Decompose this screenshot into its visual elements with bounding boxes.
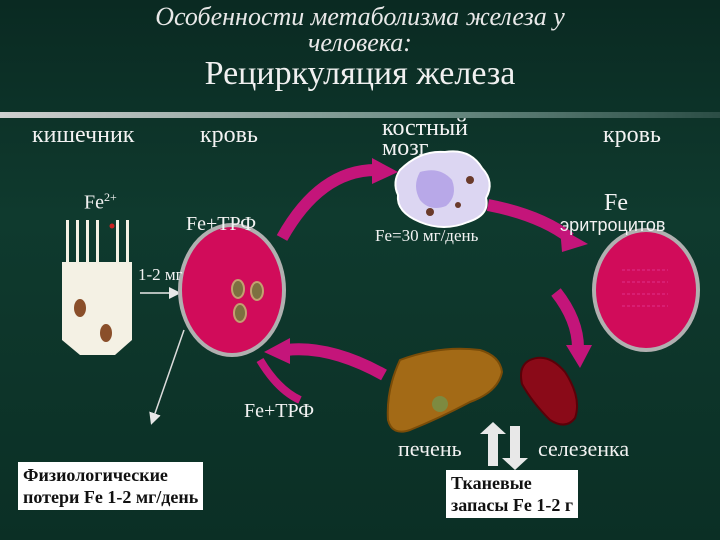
bone-marrow-label-line-2: мозг: [382, 135, 429, 161]
physiological-losses-box: Физиологические потери Fe 1-2 мг/день: [18, 462, 204, 510]
liver-icon: [386, 347, 504, 433]
absorption-label: 1-2 мг: [138, 265, 183, 284]
losses-arrow: [149, 329, 185, 425]
title-line-1: Особенности метаболизма железа у: [155, 2, 565, 31]
liver-label: печень: [398, 436, 462, 461]
fe2-charge: 2+: [104, 190, 117, 204]
liver-node-icon: [432, 396, 448, 412]
erythrocytes-label: эритроцитов: [560, 215, 666, 235]
stores-exchange-arrows: [480, 422, 528, 470]
blood-vessel-left: [178, 223, 286, 357]
bone-marrow-cell-icon: [394, 150, 491, 228]
tissue-stores-box: Тканевые запасы Fe 1-2 г: [446, 470, 579, 518]
cycle-arrows: [256, 158, 592, 404]
fe2-label: Fe2+: [84, 190, 117, 215]
intestine-cell-icon: [62, 220, 132, 355]
title-divider: [0, 112, 720, 118]
fe2-base: Fe: [84, 191, 104, 214]
stores-line-1: Тканевые: [451, 473, 532, 493]
intestine-label: кишечник: [32, 122, 135, 148]
title-line-2: человека:: [308, 28, 412, 57]
blood-right-label: кровь: [603, 122, 661, 148]
fe-right-label: Fe: [604, 190, 628, 216]
losses-line-2: потери Fe 1-2 мг/день: [23, 487, 199, 507]
spleen-icon: [520, 356, 578, 426]
bone-marrow-label-line-1: костный: [382, 115, 468, 141]
fe-trf-top-label: Fe+ТРФ: [186, 213, 257, 235]
losses-line-1: Физиологические: [23, 465, 168, 485]
bone-marrow-label: костный мозг: [382, 115, 468, 161]
fe-30-label: Fe=30 мг/день: [375, 226, 479, 245]
blood-left-label: кровь: [200, 122, 258, 148]
fe-trf-bottom-label: Fe+ТРФ: [244, 400, 315, 422]
blood-vessel-right: [592, 228, 700, 352]
stores-line-2: запасы Fe 1-2 г: [451, 495, 574, 515]
main-title: Рециркуляция железа: [204, 55, 516, 92]
spleen-label: селезенка: [538, 436, 630, 461]
